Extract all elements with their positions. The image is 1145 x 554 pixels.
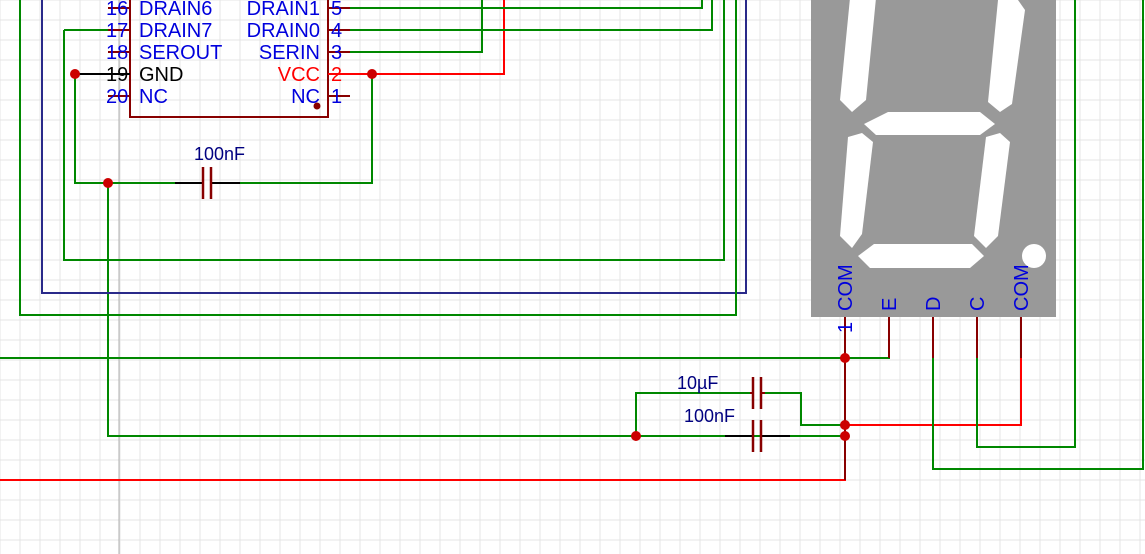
shift-register-ic[interactable]: 16 DRAIN6 17 DRAIN7 18 SEROUT 19 GND 20 NC DRAIN1… bbox=[106, 0, 350, 118]
ic-left-pin-name: SEROUT bbox=[139, 42, 222, 64]
ic-left-pin-number: 16 bbox=[106, 0, 128, 20]
wire-green bbox=[765, 392, 845, 426]
display-segment bbox=[858, 244, 984, 268]
ic-right-pin-number: 1 bbox=[331, 86, 342, 108]
ic-pin-stubs bbox=[108, 7, 350, 97]
ic-right-pin-name: DRAIN1 bbox=[247, 0, 320, 20]
display-segments bbox=[840, 0, 1025, 268]
wire-junctions bbox=[70, 69, 850, 441]
ic-body bbox=[129, 0, 329, 118]
ic-left-pin-name: GND bbox=[139, 64, 183, 86]
wire-red bbox=[328, 0, 505, 75]
wire-junction bbox=[631, 431, 641, 441]
display-pin-name: COM bbox=[835, 264, 857, 311]
display-segment bbox=[840, 0, 876, 112]
wire-red bbox=[845, 358, 1022, 426]
ic-left-pin-number: 20 bbox=[106, 86, 128, 108]
wire-green bbox=[328, 0, 483, 53]
wire-red bbox=[0, 317, 846, 481]
ic-right-pin-name: NC bbox=[291, 86, 320, 108]
wire-junction bbox=[840, 353, 850, 363]
wire-green bbox=[0, 317, 890, 359]
wire-junction bbox=[840, 431, 850, 441]
wire-green bbox=[19, 0, 737, 316]
display-pin-stubs bbox=[844, 317, 1022, 480]
display-pin-name: COM bbox=[1011, 264, 1033, 311]
wire-green bbox=[74, 74, 175, 184]
display-pin-name: C bbox=[967, 297, 989, 311]
ic-right-pin-number: 2 bbox=[331, 64, 342, 86]
ic-left-pin-number: 19 bbox=[106, 64, 128, 86]
display-segment bbox=[988, 0, 1025, 112]
capacitors[interactable] bbox=[175, 167, 790, 452]
capacitor-display-decoupling bbox=[725, 420, 790, 452]
cap-display-decoupling-label: 100nF bbox=[684, 406, 735, 426]
wires bbox=[0, 0, 1144, 481]
decimal-point bbox=[1022, 244, 1046, 268]
wire-green bbox=[932, 0, 1144, 470]
ic-right-pin-name: DRAIN0 bbox=[247, 20, 320, 42]
display-pin-number: 1 bbox=[835, 322, 857, 333]
ic-right-pin-number: 4 bbox=[331, 20, 342, 42]
display-segment bbox=[974, 133, 1010, 248]
cap-ic-decoupling-label: 100nF bbox=[194, 144, 245, 164]
wire-blue bbox=[41, 0, 747, 294]
display-pin-name: D bbox=[923, 297, 945, 311]
ic-left-pin-number: 17 bbox=[106, 20, 128, 42]
wire-junction bbox=[367, 69, 377, 79]
display-pin-name: E bbox=[879, 298, 901, 311]
wire-green bbox=[107, 183, 845, 437]
ic-right-pin-name: SERIN bbox=[259, 42, 320, 64]
wire-green bbox=[328, 0, 713, 31]
ic-left-pin-name: DRAIN6 bbox=[139, 0, 212, 20]
wire-green bbox=[63, 0, 725, 261]
display-segment bbox=[864, 112, 995, 135]
ic-right-pin-number: 3 bbox=[331, 42, 342, 64]
wire-green bbox=[328, 0, 703, 9]
ic-left-pin-name: DRAIN7 bbox=[139, 20, 212, 42]
wire-green bbox=[240, 74, 373, 184]
wire-green bbox=[976, 0, 1076, 448]
ic-left-pin-labels: 16 DRAIN6 17 DRAIN7 18 SEROUT 19 GND 20 NC bbox=[106, 0, 222, 108]
display-pin-labels: COM 1 E D C COM bbox=[835, 264, 1033, 333]
ic-pin1-marker bbox=[313, 102, 321, 110]
ic-right-pin-name: VCC bbox=[278, 64, 320, 86]
capacitor-ic-decoupling bbox=[175, 167, 240, 199]
wire-junction bbox=[70, 69, 80, 79]
seven-segment-display[interactable]: COM 1 E D C COM bbox=[811, 0, 1056, 480]
ic-right-pin-number: 5 bbox=[331, 0, 342, 20]
ic-left-pin-name: NC bbox=[139, 86, 168, 108]
ic-left-pin-number: 18 bbox=[106, 42, 128, 64]
display-segment bbox=[840, 133, 873, 248]
wire-junction bbox=[103, 178, 113, 188]
wire-green bbox=[635, 392, 750, 436]
wire-junction bbox=[840, 420, 850, 430]
cap-bulk-label: 10µF bbox=[677, 373, 718, 393]
